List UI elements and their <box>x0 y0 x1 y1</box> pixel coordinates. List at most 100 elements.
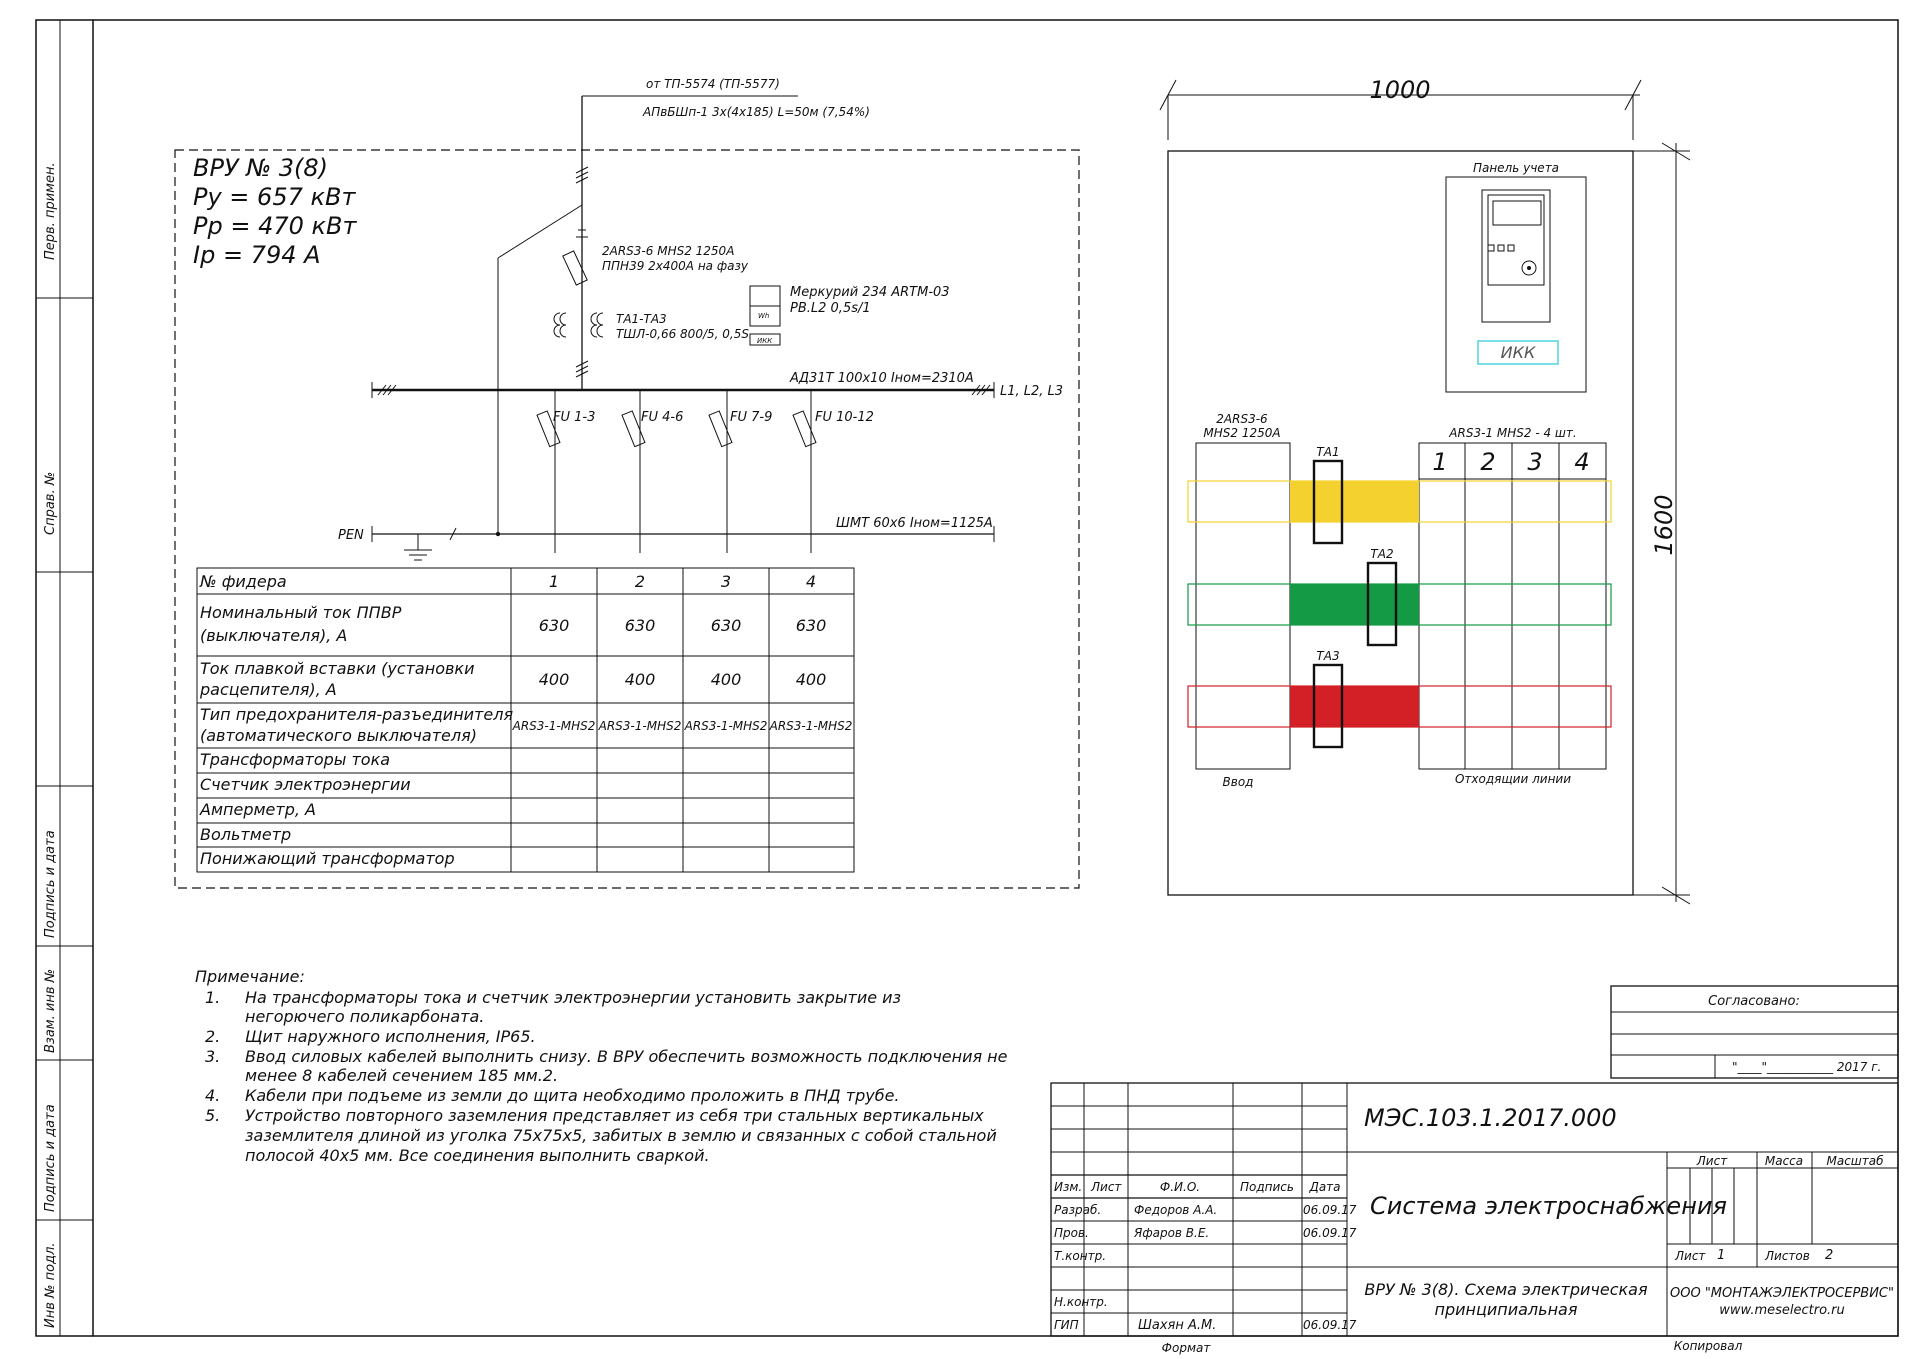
meter-ikk-box <box>749 333 781 346</box>
fuse-current-1: 400 <box>539 670 570 689</box>
note-4-line-1: Кабели при подъеме из земли до щита необ… <box>245 1086 900 1105</box>
pen-label: PEN <box>338 528 364 543</box>
ct-ta1-label: ТА1 <box>1316 445 1339 459</box>
fuse-label: FU 4-6 <box>641 410 683 425</box>
busbar-phase-c <box>1290 686 1419 727</box>
feeder-4: FU 10-12 <box>792 390 874 553</box>
outgoing-col-3: 3 <box>1527 448 1542 476</box>
header-date: Дата <box>1308 1180 1340 1194</box>
approval-block: Согласовано: "____"___________ 2017 г. <box>1610 985 1899 1079</box>
fuse-label: FU 1-3 <box>553 410 595 425</box>
input-switch-label-2: MHS2 1250A <box>1203 426 1280 440</box>
meter-panel-label: Панель учета <box>1473 161 1559 175</box>
sheet-number: 1 <box>1717 1248 1725 1263</box>
input-switch-label-1: 2ARS3-6 <box>1216 412 1268 426</box>
panel-boundary <box>174 149 1080 889</box>
feeder-1: FU 1-3 <box>536 390 595 553</box>
cable-label: АПвБШп-1 3х(4х185) L=50м (7,54%) <box>642 105 870 119</box>
outgoing-col-2: 2 <box>1480 448 1495 476</box>
ikk-box <box>1477 340 1559 365</box>
fuse-type-1: ARS3-1-MHS2 <box>512 719 596 733</box>
company-website: www.meselectro.ru <box>1719 1303 1845 1318</box>
mass-header: Масса <box>1765 1154 1803 1168</box>
input-switch-model: 2ARS3-6 MHS2 1250A <box>602 244 734 258</box>
row-label-feeder-no: № фидера <box>199 572 287 591</box>
approval-date: "____"___________ 2017 г. <box>1732 1060 1881 1074</box>
role-tech-control: Т.контр. <box>1054 1249 1106 1263</box>
fuse-current-4: 400 <box>796 670 827 689</box>
busbar-phase-b <box>1290 584 1419 625</box>
name-chief-engineer: Шахян А.М. <box>1138 1318 1216 1333</box>
date-checker: 06.09.17 <box>1303 1226 1357 1240</box>
sheet-label: Лист <box>1674 1249 1706 1263</box>
margin-label-sign-date-1: Подпись и дата <box>43 830 58 938</box>
margin-label-reference: Справ. № <box>43 472 58 535</box>
ct-ta3 <box>1312 663 1344 749</box>
note-5-line-1: Устройство повторного заземления предста… <box>245 1106 984 1125</box>
row-label-fuse-current-1: Ток плавкой вставки (установки <box>200 659 474 678</box>
row-label-ct: Трансформаторы тока <box>200 750 390 769</box>
row-label-ammeter: Амперметр, А <box>199 800 316 819</box>
note-2-num: 2. <box>205 1027 220 1046</box>
feeder-no-3: 3 <box>721 572 731 591</box>
source-label: от ТП-5574 (ТП-5577) <box>646 77 780 91</box>
note-1-line-2: негорючего поликарбоната. <box>245 1007 484 1026</box>
rated-current-1: 630 <box>539 616 570 635</box>
format-label: Формат <box>1162 1341 1212 1355</box>
header-change: Изм. <box>1054 1180 1082 1194</box>
outgoing-label: Отходящии линии <box>1455 772 1571 786</box>
rated-current-2: 630 <box>625 616 656 635</box>
fuse-current-3: 400 <box>711 670 742 689</box>
company-name: ООО "МОНТАЖЭЛЕКТРОСЕРВИС" <box>1670 1286 1894 1301</box>
sheet-title-2: принципиальная <box>1435 1300 1578 1319</box>
sheets-label: Листов <box>1764 1249 1810 1263</box>
busbar-phase-a <box>1290 481 1419 522</box>
fuse-label: FU 10-12 <box>815 410 874 425</box>
notes: Примечание: 1. На трансформаторы тока и … <box>195 967 1008 1165</box>
note-2-line-1: Щит наружного исполнения, IP65. <box>245 1027 536 1046</box>
row-label-meter: Счетчик электроэнергии <box>200 775 411 794</box>
header-name: Ф.И.О. <box>1160 1180 1200 1194</box>
role-developer: Разраб. <box>1054 1203 1101 1217</box>
margin-label-sign-date-2: Подпись и дата <box>43 1104 58 1212</box>
fuse-current-2: 400 <box>625 670 656 689</box>
header-signature: Подпись <box>1240 1180 1294 1194</box>
fuse-type-4: ARS3-1-MHS2 <box>769 719 853 733</box>
feeder-no-1: 1 <box>549 572 559 591</box>
copied-label: Копировал <box>1674 1339 1743 1353</box>
cabinet-height: 1600 <box>1650 494 1678 555</box>
role-checker: Пров. <box>1054 1226 1089 1240</box>
installed-power: Ру = 657 кВт <box>193 183 356 211</box>
cabinet-width: 1000 <box>1369 76 1430 104</box>
meter-class: PB.L2 0,5s/1 <box>790 301 871 316</box>
feeder-table: № фидера 1 2 3 4 Номинальный ток ППВР (в… <box>196 567 855 873</box>
sheet-title-1: ВРУ № 3(8). Схема электрическая <box>1364 1280 1648 1299</box>
meter-wh-label: Wh <box>758 312 769 320</box>
row-label-step-down: Понижающий трансформатор <box>200 849 455 868</box>
row-label-rated-current-1: Номинальный ток ППВР <box>200 603 402 622</box>
busbar-label: АД31Т 100х10 Iном=2310А <box>789 371 974 386</box>
margin-label-first-use: Перв. примен. <box>43 162 58 260</box>
note-3-num: 3. <box>205 1047 220 1066</box>
note-3-line-1: Ввод силовых кабелей выполнить снизу. В … <box>245 1047 1008 1066</box>
meter-device <box>1481 189 1551 323</box>
feeder-no-2: 2 <box>635 572 645 591</box>
date-developer: 06.09.17 <box>1303 1203 1357 1217</box>
ct-name: ТА1-ТА3 <box>616 312 667 326</box>
note-5-line-3: полосой 40х5 мм. Все соединения выполнит… <box>245 1146 710 1165</box>
note-3-line-2: менее 8 кабелей сечением 185 мм.2. <box>245 1066 558 1085</box>
name-developer: Федоров А.А. <box>1134 1203 1217 1217</box>
phases-label: L1, L2, L3 <box>1000 384 1063 399</box>
outgoing-header: ARS3-1 MHS2 - 4 шт. <box>1448 426 1576 440</box>
row-label-rated-current-2: (выключателя), А <box>200 626 347 645</box>
fuse-label: FU 7-9 <box>730 410 772 425</box>
ct-ta3-label: ТА3 <box>1316 649 1339 663</box>
margin-stamp-strip: Перв. примен. Справ. № Подпись и дата Вз… <box>35 19 94 1337</box>
approval-title: Согласовано: <box>1708 994 1800 1009</box>
pen-bus-label: ШМТ 60х6 Iном=1125А <box>836 516 993 531</box>
single-line-schematic: от ТП-5574 (ТП-5577) АПвБШп-1 3х(4х185) … <box>174 77 1080 889</box>
role-norm-control: Н.контр. <box>1054 1295 1108 1309</box>
name-checker: Яфаров В.Е. <box>1133 1226 1209 1240</box>
ct-ta2-label: ТА2 <box>1370 547 1393 561</box>
system-title: Система электроснабжения <box>1370 1192 1727 1220</box>
